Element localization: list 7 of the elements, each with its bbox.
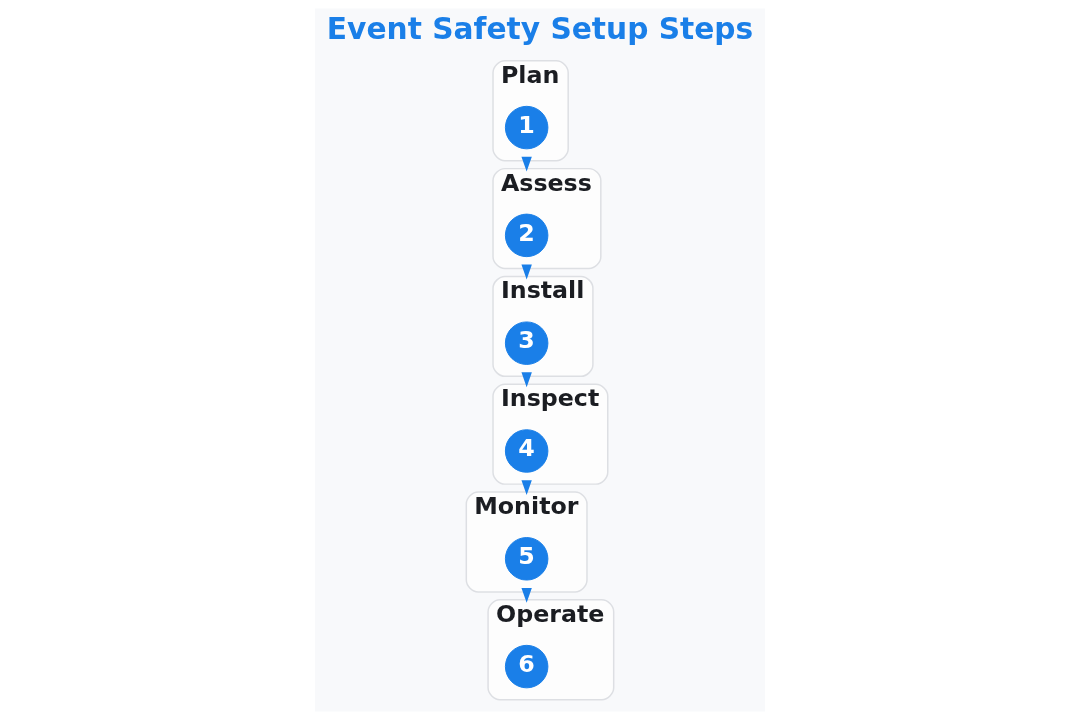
diagram-title: Event Safety Setup Steps [326,11,754,47]
node-circle: 4 [504,429,549,473]
node-circle: 1 [504,105,549,150]
node-circle: 3 [504,321,549,365]
node-circle: 6 [504,644,549,689]
node-circle: 2 [504,213,549,258]
node-circle: 5 [504,537,549,581]
